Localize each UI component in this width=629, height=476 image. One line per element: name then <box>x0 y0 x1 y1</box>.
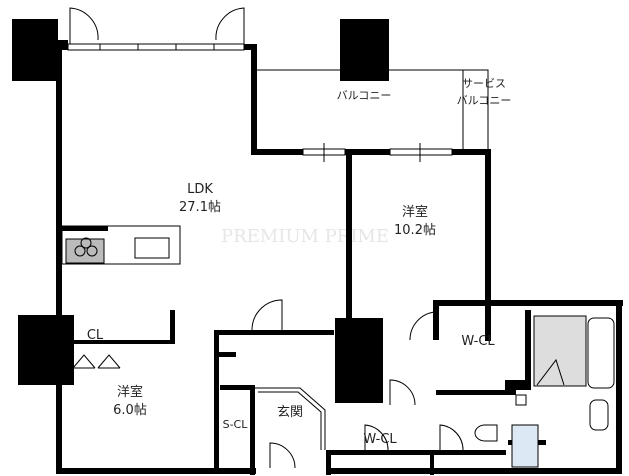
ldk-size: 27.1帖 <box>179 200 221 215</box>
shoe-closet-label: S-CL <box>223 418 249 431</box>
bathroom <box>474 315 615 468</box>
walls <box>56 40 623 475</box>
bedroom2-label: 洋室 <box>117 384 143 400</box>
bedroom1-label: 洋室 <box>402 204 428 220</box>
windows <box>67 43 453 162</box>
bedroom2-size: 6.0帖 <box>113 403 147 418</box>
bedroom1-size: 10.2帖 <box>394 223 436 238</box>
wcl-upper-label: W-CL <box>461 334 495 349</box>
wcl-lower-label: W-CL <box>363 432 397 447</box>
pillars <box>12 19 389 403</box>
entrance-label: 玄関 <box>277 405 303 420</box>
service-balcony-label-2: バルコニー <box>457 94 512 107</box>
balcony-outline <box>256 69 489 150</box>
kitchen-counter <box>61 225 181 265</box>
service-balcony-label-1: サービス <box>462 77 506 90</box>
doors <box>69 7 464 469</box>
closet-label: CL <box>87 328 104 343</box>
ldk-label: LDK <box>187 182 213 197</box>
watermark: PREMIUM PRIME <box>221 226 389 247</box>
balcony-label: バルコニー <box>337 89 392 102</box>
